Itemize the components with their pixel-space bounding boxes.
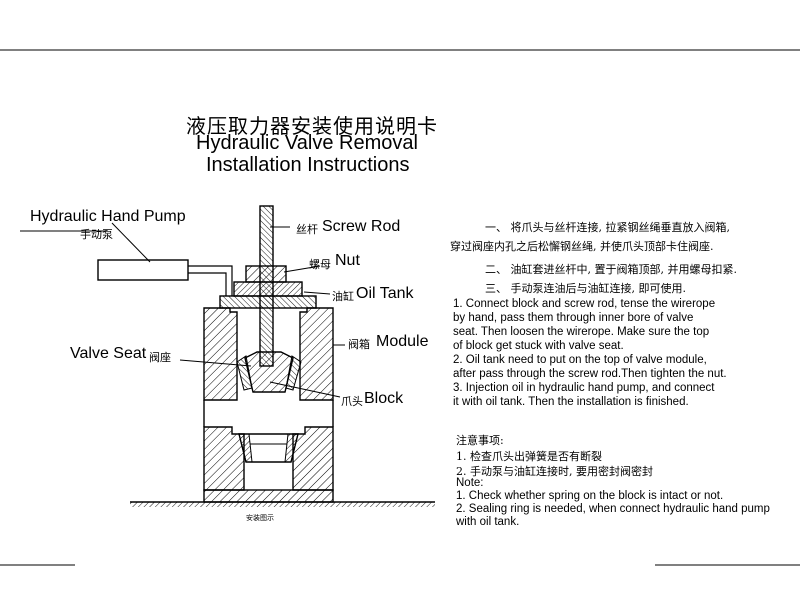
instruction-en-8: it with oil tank. Then the installation …	[453, 396, 689, 408]
instruction-cn-2: 穿过阀座内孔之后松懈钢丝绳, 并使爪头顶部卡住阀座.	[450, 240, 714, 253]
instruction-en-3: seat. Then loosen the wirerope. Make sur…	[453, 326, 710, 338]
label-screw-rod-cn: 丝杆	[296, 223, 318, 236]
title-chinese: 液压取力器安装使用说明卡	[186, 114, 438, 138]
screw-rod	[259, 205, 274, 367]
label-oil-tank-cn: 油缸	[332, 290, 354, 303]
notes-en-heading: Note:	[456, 477, 484, 489]
label-nut-en: Nut	[335, 252, 360, 269]
label-module-cn: 阀箱	[348, 338, 370, 351]
instruction-en-5: 2. Oil tank need to put on the top of va…	[453, 354, 707, 366]
valve-module-body	[203, 307, 334, 503]
label-oil-tank-en: Oil Tank	[356, 285, 414, 302]
label-hand-pump-cn: 手动泵	[80, 228, 113, 241]
ground-line	[130, 501, 435, 507]
notes-cn-heading: 注意事项:	[456, 434, 504, 447]
lower-valve-seat	[238, 433, 299, 463]
label-screw-rod-en: Screw Rod	[322, 218, 401, 235]
label-valve-seat-cn: 阀座	[149, 351, 171, 364]
notes-en-3: with oil tank.	[456, 516, 520, 528]
page-frame	[0, 49, 800, 566]
instruction-en-6: after pass through the screw rod.Then ti…	[453, 368, 727, 380]
instruction-en-1: 1. Connect block and screw rod, tense th…	[453, 298, 716, 310]
block	[236, 351, 302, 393]
instruction-cn-1: 一、 将爪头与丝杆连接, 拉紧钢丝绳垂直放入阀箱,	[485, 221, 730, 234]
label-nut-cn: 螺母	[309, 258, 331, 271]
title-english-line1: Hydraulic Valve Removal	[196, 132, 418, 154]
notes-cn-2: 2. 手动泵与油缸连接时, 要用密封阀密封	[456, 465, 653, 478]
label-module-en: Module	[376, 333, 429, 350]
title-english-line2: Installation Instructions	[206, 154, 410, 176]
drawing-caption: 安装图示	[246, 514, 274, 522]
instruction-en-7: 3. Injection oil in hydraulic hand pump,…	[453, 382, 715, 394]
label-block-cn: 爪头	[341, 395, 363, 408]
label-hand-pump-en: Hydraulic Hand Pump	[30, 208, 186, 225]
hand-pump	[97, 259, 233, 296]
label-valve-seat-en: Valve Seat	[70, 345, 147, 362]
notes-cn-1: 1. 检查爪头出弹簧是否有断裂	[456, 450, 602, 463]
notes-en-2: 2. Sealing ring is needed, when connect …	[456, 503, 770, 515]
instruction-en-2: by hand, pass them through inner bore of…	[453, 312, 694, 324]
notes-en-1: 1. Check whether spring on the block is …	[456, 490, 724, 502]
instruction-cn-3: 二、 油缸套进丝杆中, 置于阀箱顶部, 并用螺母扣紧.	[485, 263, 737, 276]
instruction-en-4: of block get stuck with valve seat.	[453, 340, 624, 352]
label-block-en: Block	[364, 390, 404, 407]
instruction-cn-4: 三、 手动泵连油后与油缸连接, 即可使用.	[485, 282, 686, 295]
leader-lines	[20, 222, 345, 398]
